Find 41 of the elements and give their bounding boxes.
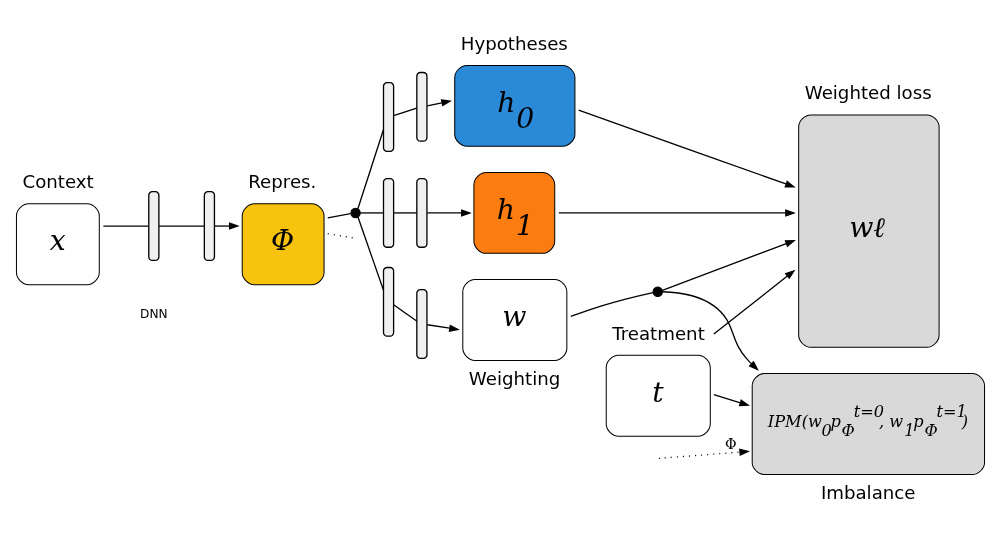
connector [393, 107, 418, 116]
arrow [558, 208, 796, 217]
node-label: Treatment [612, 322, 705, 344]
arrow [662, 290, 759, 371]
label: DNN [140, 306, 168, 321]
connector [357, 216, 385, 291]
node-bar [382, 266, 395, 337]
node-circle [350, 207, 361, 218]
node-label: Hypotheses [460, 32, 568, 54]
node-bar [382, 177, 395, 248]
node-bar [416, 288, 428, 359]
arrow [713, 269, 796, 335]
node-bar [148, 190, 160, 261]
node-bar [416, 71, 428, 142]
node-label: Imbalance [820, 481, 916, 503]
connector [102, 224, 150, 227]
arrow [713, 393, 751, 406]
connector [158, 224, 205, 227]
arrow [426, 98, 452, 107]
arrow [426, 323, 460, 332]
node-label: Repres. [248, 170, 317, 192]
connector [393, 303, 418, 322]
node-circle [652, 286, 663, 297]
node-label: Weighting [468, 367, 561, 389]
connector [327, 232, 356, 239]
node-label: Context [22, 170, 94, 192]
node-bar [382, 81, 395, 152]
connector [359, 211, 384, 214]
arrow [658, 447, 751, 459]
arrow [578, 109, 796, 187]
node-bar [416, 177, 428, 248]
node-bar [203, 190, 216, 261]
arrow [661, 239, 796, 291]
arrow [426, 208, 472, 217]
node-label: Weighted loss [804, 81, 932, 103]
edge-label: Φ [724, 434, 737, 451]
connector [570, 291, 654, 317]
connector [327, 212, 352, 219]
connector [393, 211, 418, 214]
connector [357, 128, 385, 209]
arrow [214, 221, 240, 230]
